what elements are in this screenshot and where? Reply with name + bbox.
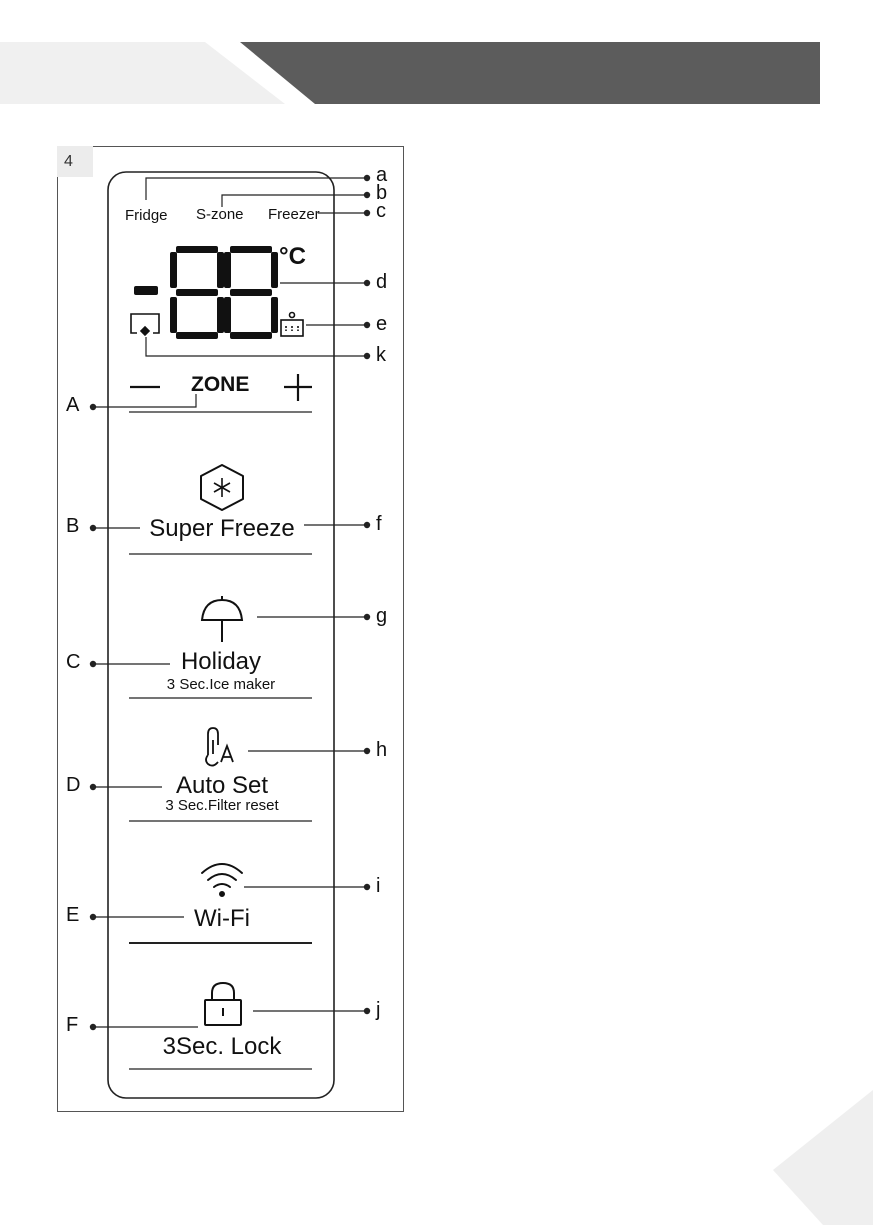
callout-E: E [66,904,79,927]
callout-i: i [376,875,380,898]
umbrella-icon [202,596,242,642]
auto-set-thermometer-icon [206,728,233,766]
holiday-sub-label: 3 Sec.Ice maker [167,676,275,693]
lock-button[interactable]: 3Sec. Lock [163,1033,282,1061]
holiday-button[interactable]: Holiday [181,648,261,676]
zone-button-label[interactable]: ZONE [191,373,249,397]
callout-d: d [376,271,387,294]
zone-label-fridge: Fridge [125,207,168,224]
lock-icon [205,983,241,1025]
callout-C: C [66,651,80,674]
callout-F: F [66,1014,78,1037]
snowflake-icon [201,465,243,510]
callout-f: f [376,513,382,536]
callout-c: c [376,200,386,223]
callout-j: j [376,999,380,1022]
auto-set-button[interactable]: Auto Set [176,772,268,800]
callout-dots-left [90,404,96,1030]
wifi-button[interactable]: Wi-Fi [194,905,250,933]
ice-maker-icon [281,313,303,337]
callout-h: h [376,739,387,762]
temperature-display [134,246,278,339]
filter-indicator-icon [131,314,159,335]
auto-set-sub-label: 3 Sec.Filter reset [165,797,278,814]
callout-g: g [376,605,387,628]
wifi-icon [202,864,242,896]
callout-e: e [376,313,387,336]
callout-B: B [66,515,79,538]
button-separators [129,412,312,1069]
zone-plus-icon [284,374,312,401]
callout-k: k [376,344,386,367]
callout-A: A [66,394,79,417]
super-freeze-button[interactable]: Super Freeze [149,515,294,543]
zone-label-freezer: Freezer [268,206,320,223]
zone-label-szone: S-zone [196,206,244,223]
callout-D: D [66,774,80,797]
celsius-unit: °C [279,243,306,271]
callout-dots-right [364,175,370,1014]
